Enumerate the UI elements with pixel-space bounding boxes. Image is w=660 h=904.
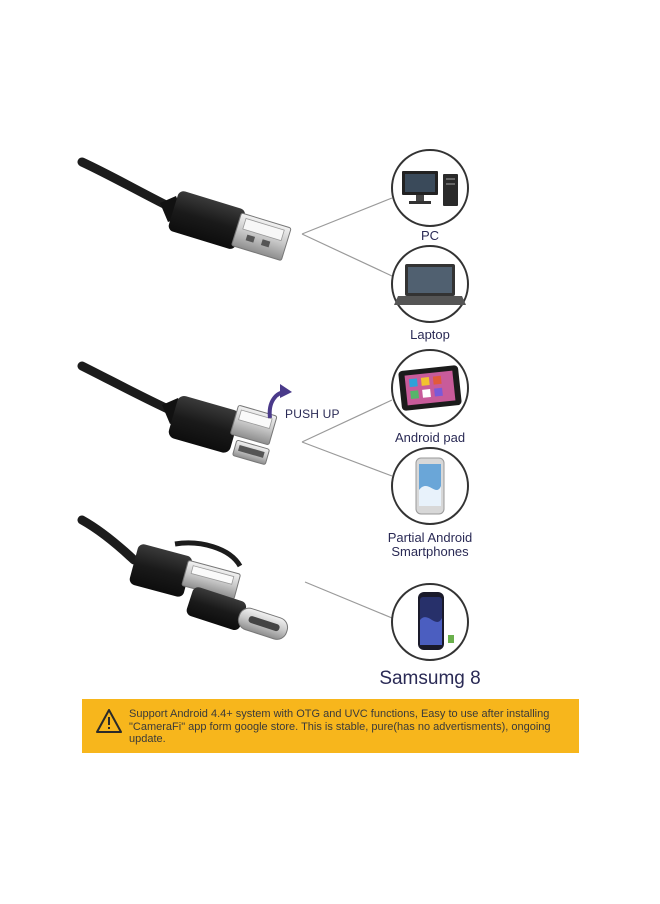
smartphones-label-line1: Partial Android [387,530,473,545]
samsung-icon-circle [391,583,469,661]
laptop-icon-circle [391,245,469,323]
usb-c-cable [77,515,289,640]
tablet-icon-circle [391,349,469,427]
pc-icon-circle [391,149,469,227]
samsung-phone-icon [418,592,454,650]
usb-a-cable [77,157,292,261]
banner-text: Support Android 4.4+ system with OTG and… [129,708,551,745]
laptop-label: Laptop [410,327,450,342]
push-up-label: PUSH UP [285,407,340,421]
connector-lines [301,197,393,619]
micro-usb-otg-cable [77,361,292,465]
pc-label: PC [420,228,440,243]
warning-triangle-icon [96,709,122,733]
smartphones-label-line2: Smartphones [391,544,469,559]
tablet-icon [398,365,462,411]
smartphone-icon-circle [391,447,469,525]
smartphone-icon [415,457,445,515]
info-banner: Support Android 4.4+ system with OTG and… [82,699,579,753]
laptop-icon [394,264,466,305]
desktop-pc-icon [402,171,458,206]
android-pad-label: Android pad [394,430,466,445]
samsung-label: Samsumg 8 [379,668,481,689]
smartphones-label: Partial Android Smartphones [365,531,495,559]
